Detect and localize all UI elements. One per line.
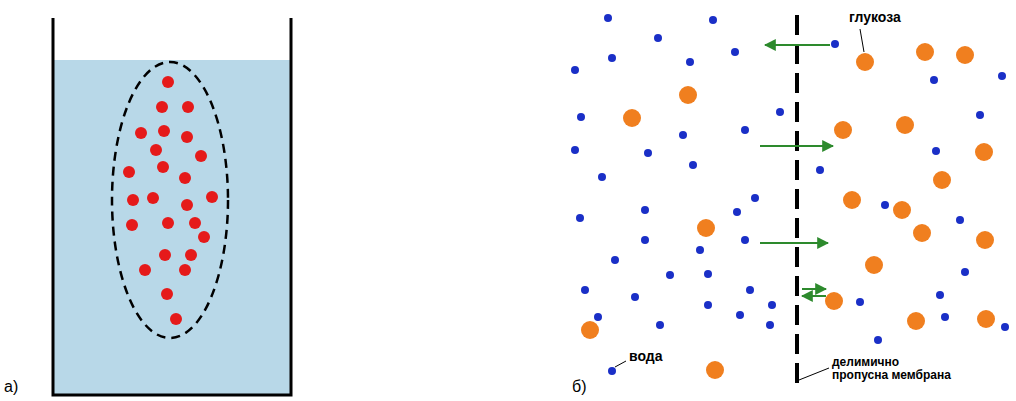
water-molecules bbox=[571, 14, 1009, 375]
glucose-label: глукоза bbox=[849, 10, 901, 25]
membrane bbox=[795, 15, 799, 392]
leader-lines bbox=[615, 29, 864, 380]
beaker bbox=[53, 18, 291, 395]
dashed-boundary bbox=[112, 62, 228, 338]
membrane-label: делимично пропусна мембрана bbox=[832, 356, 952, 382]
flow-arrows bbox=[760, 45, 833, 296]
water-fill bbox=[53, 60, 291, 394]
glucose-molecules bbox=[581, 43, 995, 379]
water-label: вода bbox=[629, 349, 662, 364]
panel-letter: а) bbox=[4, 378, 18, 396]
solute-particles bbox=[123, 76, 218, 325]
panel-letter: б) bbox=[572, 378, 587, 396]
